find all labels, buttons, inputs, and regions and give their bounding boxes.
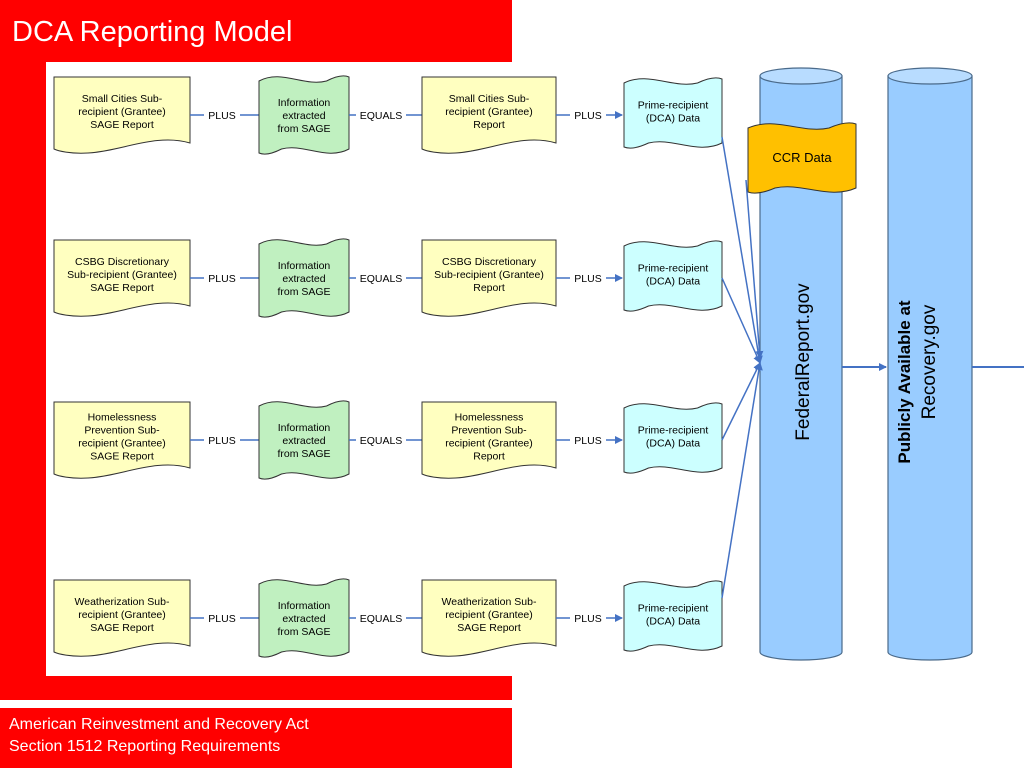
info-extracted-tape <box>258 75 350 155</box>
ccr-data-label: CCR Data <box>772 150 832 165</box>
equals-label: EQUALS <box>360 435 403 447</box>
grantee-report-doc <box>421 401 557 479</box>
sage-report-text-line-2: Sub-recipient (Grantee) <box>67 269 177 281</box>
grantee-report-doc <box>421 239 557 317</box>
slide-footer: American Reinvestment and Recovery Act S… <box>9 714 309 758</box>
plus-label: PLUS <box>208 273 235 285</box>
prime-text-line-1: Prime-recipient <box>638 100 709 112</box>
sage-report-doc <box>53 239 191 317</box>
publicly-available-label: Publicly Available at <box>895 300 914 463</box>
info-text-line-3: from SAGE <box>277 448 330 460</box>
plus-label: PLUS <box>574 110 601 122</box>
grantee-report-text-line-2: Sub-recipient (Grantee) <box>434 269 544 281</box>
grantee-report-doc <box>421 579 557 657</box>
federalreport-label: FederalReport.gov <box>793 283 814 441</box>
prime-text-line-2: (DCA) Data <box>646 276 700 288</box>
grantee-report-doc <box>421 76 557 154</box>
info-text-line-1: Information <box>278 600 331 612</box>
prime-recipient-tape <box>623 240 723 312</box>
info-text-line-2: extracted <box>282 435 325 447</box>
plus-label: PLUS <box>574 273 601 285</box>
plus-label: PLUS <box>208 435 235 447</box>
sage-report-text-line-4: SAGE Report <box>90 451 154 463</box>
federalreport-cylinder <box>759 67 843 661</box>
slide-title: DCA Reporting Model <box>12 16 293 48</box>
prime-text-line-1: Prime-recipient <box>638 603 709 615</box>
flow-arrow <box>721 136 763 364</box>
footer-line-2: Section 1512 Reporting Requirements <box>9 738 281 755</box>
ccr-arrow <box>745 179 764 359</box>
sage-report-text-line-1: Homelessness <box>88 412 157 424</box>
plus-label: PLUS <box>574 435 601 447</box>
prime-text-line-2: (DCA) Data <box>646 113 700 125</box>
sage-report-text-line-2: recipient (Grantee) <box>78 609 166 621</box>
sage-report-text-line-1: Weatherization Sub- <box>75 596 170 608</box>
grantee-report-text-line-2: recipient (Grantee) <box>445 609 533 621</box>
flow-arrow <box>721 277 761 364</box>
recovery-gov-label: Recovery.gov <box>919 304 940 419</box>
equals-label: EQUALS <box>360 273 403 285</box>
grantee-report-text-line-1: Weatherization Sub- <box>442 596 537 608</box>
sage-report-text-line-3: recipient (Grantee) <box>78 438 166 450</box>
sage-report-doc <box>53 401 191 479</box>
sage-report-text-line-3: SAGE Report <box>90 119 154 131</box>
grantee-report-text-line-3: recipient (Grantee) <box>445 438 533 450</box>
sage-report-text-line-3: SAGE Report <box>90 282 154 294</box>
plus-label: PLUS <box>208 613 235 625</box>
row-3: PLUS EQUALS PLUS <box>53 362 761 480</box>
grantee-report-text-line-3: Report <box>473 282 505 294</box>
grantee-report-text-line-4: Report <box>473 451 505 463</box>
flow-arrow <box>721 362 763 599</box>
info-extracted-tape <box>258 400 350 480</box>
info-text-line-2: extracted <box>282 273 325 285</box>
grantee-report-text-line-2: recipient (Grantee) <box>445 106 533 118</box>
info-extracted-tape <box>258 578 350 658</box>
sage-report-text-line-2: recipient (Grantee) <box>78 106 166 118</box>
plus-label: PLUS <box>208 110 235 122</box>
info-text-line-1: Information <box>278 260 331 272</box>
row-2: PLUS EQUALS PLUS <box>53 238 761 364</box>
sage-report-text-line-1: CSBG Discretionary <box>75 256 170 268</box>
grantee-report-text-line-3: SAGE Report <box>457 622 521 634</box>
grantee-report-text-line-1: Homelessness <box>455 412 524 424</box>
plus-label: PLUS <box>574 613 601 625</box>
info-text-line-1: Information <box>278 422 331 434</box>
sage-report-doc <box>53 579 191 657</box>
equals-label: EQUALS <box>360 110 403 122</box>
info-extracted-tape <box>258 238 350 318</box>
info-text-line-1: Information <box>278 97 331 109</box>
ccr-data-flag: CCR Data <box>747 122 857 194</box>
prime-recipient-tape <box>623 77 723 149</box>
footer-banner <box>0 708 512 768</box>
diagram-canvas: PLUS EQUALS PLUS Small Cities Sub-recipient… <box>53 67 1024 661</box>
info-text-line-3: from SAGE <box>277 286 330 298</box>
info-text-line-2: extracted <box>282 110 325 122</box>
sage-report-doc <box>53 76 191 154</box>
row-4: PLUS EQUALS PLUS <box>53 362 763 658</box>
prime-text-line-1: Prime-recipient <box>638 425 709 437</box>
prime-text-line-1: Prime-recipient <box>638 263 709 275</box>
recovery-cylinder <box>887 67 973 661</box>
footer-line-1: American Reinvestment and Recovery Act <box>9 716 309 733</box>
row-1: PLUS EQUALS PLUS <box>53 75 763 364</box>
grantee-report-text-line-2: Prevention Sub- <box>451 425 527 437</box>
prime-recipient-tape <box>623 402 723 474</box>
grantee-report-text-line-1: CSBG Discretionary <box>442 256 537 268</box>
info-text-line-3: from SAGE <box>277 626 330 638</box>
reporting-diagram: PLUS EQUALS PLUS Small Cities Sub-recipient… <box>46 62 1024 676</box>
prime-text-line-2: (DCA) Data <box>646 616 700 628</box>
prime-recipient-tape <box>623 580 723 652</box>
info-text-line-3: from SAGE <box>277 123 330 135</box>
sage-report-text-line-1: Small Cities Sub- <box>82 93 163 105</box>
grantee-report-text-line-1: Small Cities Sub- <box>449 93 530 105</box>
flow-arrow <box>721 362 761 441</box>
prime-text-line-2: (DCA) Data <box>646 438 700 450</box>
grantee-report-text-line-3: Report <box>473 119 505 131</box>
sage-report-text-line-3: SAGE Report <box>90 622 154 634</box>
info-text-line-2: extracted <box>282 613 325 625</box>
equals-label: EQUALS <box>360 613 403 625</box>
sage-report-text-line-2: Prevention Sub- <box>84 425 160 437</box>
